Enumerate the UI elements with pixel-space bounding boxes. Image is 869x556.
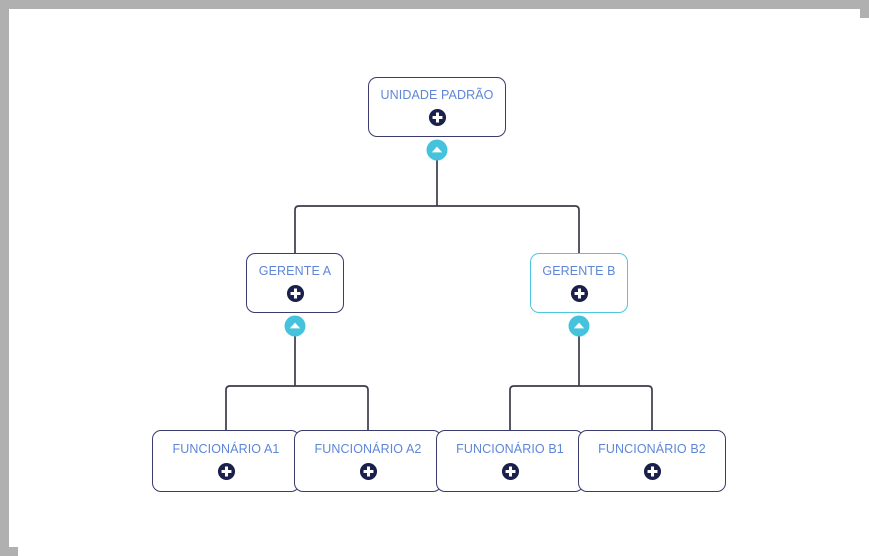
org-node-label: FUNCIONÁRIO B2 (598, 441, 706, 456)
org-node-label: FUNCIONÁRIO B1 (456, 441, 564, 456)
plus-circle-icon[interactable] (501, 462, 520, 481)
collapse-toggle-gerente-a[interactable] (283, 315, 307, 337)
plus-circle-icon[interactable] (359, 462, 378, 481)
plus-circle-icon[interactable] (428, 108, 447, 127)
org-node-funcionario-a1[interactable]: FUNCIONÁRIO A1 (152, 430, 300, 492)
org-chart-canvas[interactable]: UNIDADE PADRÃO GERENTE A (18, 18, 869, 556)
org-node-label: FUNCIONÁRIO A2 (314, 441, 422, 456)
org-node-gerente-b[interactable]: GERENTE B (530, 253, 628, 313)
org-node-funcionario-a2[interactable]: FUNCIONÁRIO A2 (294, 430, 442, 492)
org-node-unidade-padrao[interactable]: UNIDADE PADRÃO (368, 77, 506, 137)
org-node-label: GERENTE A (258, 263, 332, 278)
org-node-funcionario-b1[interactable]: FUNCIONÁRIO B1 (436, 430, 584, 492)
org-node-label: GERENTE B (542, 263, 616, 278)
plus-circle-icon[interactable] (643, 462, 662, 481)
org-node-label: FUNCIONÁRIO A1 (172, 441, 280, 456)
org-node-funcionario-b2[interactable]: FUNCIONÁRIO B2 (578, 430, 726, 492)
plus-circle-icon[interactable] (570, 284, 589, 303)
collapse-toggle-gerente-b[interactable] (567, 315, 591, 337)
collapse-toggle-unidade-padrao[interactable] (425, 139, 449, 161)
org-node-label: UNIDADE PADRÃO (380, 87, 494, 102)
org-node-gerente-a[interactable]: GERENTE A (246, 253, 344, 313)
plus-circle-icon[interactable] (286, 284, 305, 303)
plus-circle-icon[interactable] (217, 462, 236, 481)
